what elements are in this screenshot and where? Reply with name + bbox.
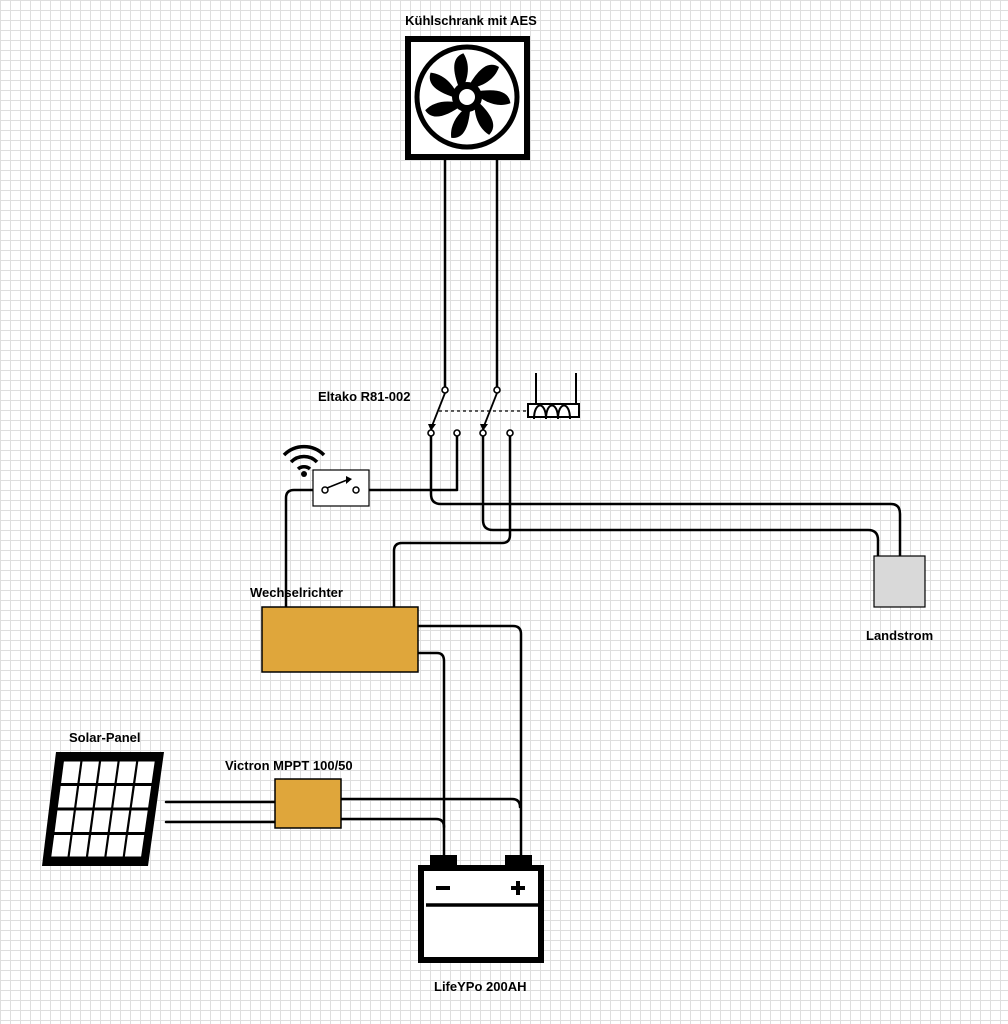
solar-cell [98,761,118,783]
smart-switch [282,444,370,507]
solar-panel-icon [42,752,164,866]
solar-cell [124,835,145,857]
solar-cell [54,810,74,832]
shore-power-box [873,555,926,608]
solar-cell [73,810,93,832]
relay: Eltako R81-002 [318,373,580,437]
solar-cell [51,835,71,857]
fan-icon [414,44,520,150]
wire-relay-inverter [392,432,512,609]
solar-cell [76,786,96,808]
mppt-box [274,778,342,829]
wire-switch-inverter [284,488,315,609]
wire-relay-shore-1 [429,432,902,558]
inverter-label: Wechselrichter [250,585,343,600]
mppt-label: Victron MPPT 100/50 [225,758,353,773]
solar-cell [135,761,155,783]
solar-cell [88,835,108,857]
wire-mppt-battery-minus [339,817,446,829]
solar-cell [106,835,126,857]
wire-inverter-battery-plus [416,624,523,860]
shore-power: Landstrom [866,555,933,643]
wire-relay-shore-2 [481,432,880,558]
wire-inverter-battery-minus [416,651,446,860]
wifi-icon [282,444,326,477]
solar-cell [131,786,152,808]
switch-icon [428,392,498,431]
relay-label: Eltako R81-002 [318,389,411,404]
fridge-label: Kühlschrank mit AES [405,13,537,28]
inverter: Wechselrichter [250,585,419,673]
solar-cell [69,835,89,857]
solar-label: Solar-Panel [69,730,141,745]
solar-panel: Solar-Panel [42,730,164,866]
wires [164,156,902,860]
solar-cell [79,761,99,783]
inverter-box [261,606,419,673]
coil-icon [527,373,580,420]
battery-label: LifeYPo 200AH [434,979,526,994]
solar-cell [91,810,111,832]
solar-cell [94,786,115,808]
mppt: Victron MPPT 100/50 [225,758,353,829]
fridge: Kühlschrank mit AES [405,13,537,160]
battery-icon [418,855,544,963]
solar-cell [116,761,137,783]
switch-box [312,469,370,507]
shore-power-label: Landstrom [866,628,933,643]
solar-cell [61,761,81,783]
solar-cell [109,810,130,832]
battery: LifeYPo 200AH [418,855,544,994]
wire-relay-switch [367,432,459,492]
solar-cell [113,786,133,808]
wire-mppt-battery-plus [339,797,522,809]
solar-cell [57,786,77,808]
solar-cell [128,810,148,832]
